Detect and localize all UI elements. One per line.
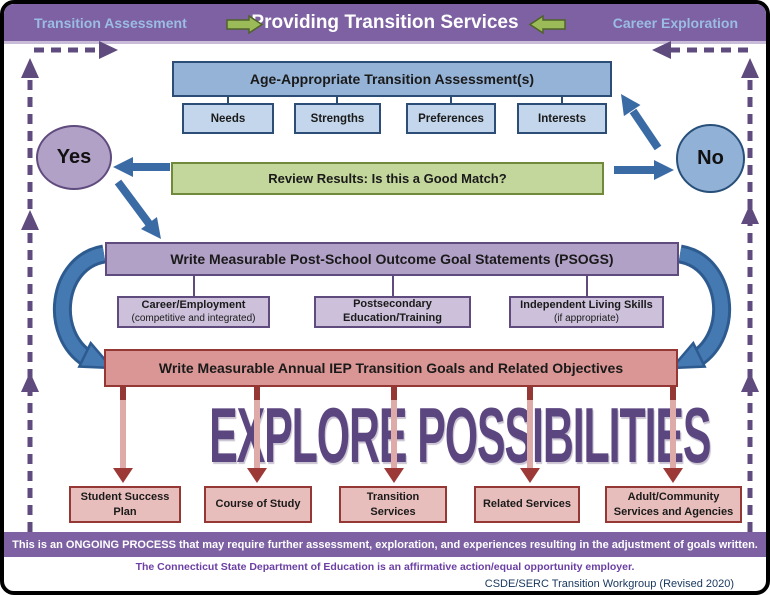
- connector: [392, 276, 394, 296]
- review-results-box: Review Results: Is this a Good Match?: [171, 162, 604, 195]
- down-arrow-stub: [670, 387, 676, 400]
- explore-possibilities-text: EXPLORE POSSIBILITIES: [209, 391, 711, 479]
- down-arrow-stub: [254, 387, 260, 400]
- psogs-item-postsecondary-line2: Education/Training: [342, 312, 442, 324]
- outcome-course-of-study: Course of Study: [204, 486, 312, 523]
- down-arrowhead: [384, 468, 404, 483]
- ongoing-process-bar: This is an ONGOING PROCESS that may requ…: [4, 532, 766, 557]
- psogs-item-career: Career/Employment (competitive and integ…: [117, 296, 270, 328]
- down-arrow: [527, 387, 533, 470]
- down-arrowhead: [247, 468, 267, 483]
- connector: [561, 97, 563, 103]
- header-left-label: Transition Assessment: [34, 15, 187, 31]
- outcome-line2: Plan: [113, 505, 137, 518]
- psogs-item-independent-living-line1: Independent Living Skills: [520, 298, 653, 311]
- yes-circle: Yes: [36, 125, 112, 190]
- down-arrowhead: [663, 468, 683, 483]
- outcome-line2: Services: [370, 505, 416, 518]
- down-arrow-stub: [527, 387, 533, 400]
- down-arrow-stub: [120, 387, 126, 400]
- connector: [586, 276, 588, 296]
- no-circle: No: [676, 124, 745, 193]
- eeo-statement: The Connecticut State Department of Educ…: [135, 561, 635, 573]
- psogs-item-career-line2: (competitive and integrated): [131, 312, 256, 324]
- psogs-item-career-line1: Career/Employment: [141, 298, 246, 311]
- iep-goals-box: Write Measurable Annual IEP Transition G…: [104, 349, 678, 387]
- psogs-item-independent-living: Independent Living Skills (if appropriat…: [509, 296, 664, 328]
- assessment-item-interests: Interests: [517, 103, 607, 134]
- down-arrowhead: [520, 468, 540, 483]
- header-bar: Transition Assessment Providing Transiti…: [4, 4, 766, 44]
- credit-line: CSDE/SERC Transition Workgroup (Revised …: [484, 578, 734, 590]
- down-arrow: [391, 387, 397, 470]
- outcome-line1: Course of Study: [215, 498, 301, 511]
- outcome-student-success-plan: Student Success Plan: [69, 486, 181, 523]
- dashed-loop-lines: [27, 47, 753, 532]
- outcome-transition-services: Transition Services: [339, 486, 447, 523]
- connector: [227, 97, 229, 103]
- down-arrow-stub: [391, 387, 397, 400]
- psogs-box: Write Measurable Post-School Outcome Goa…: [105, 242, 679, 276]
- header-right-label: Career Exploration: [612, 15, 738, 31]
- assessment-box: Age-Appropriate Transition Assessment(s): [172, 61, 612, 97]
- assessment-item-needs: Needs: [182, 103, 274, 134]
- connector: [336, 97, 338, 103]
- down-arrow: [254, 387, 260, 470]
- outcome-line2: Services and Agencies: [613, 505, 734, 518]
- outcome-related-services: Related Services: [474, 486, 580, 523]
- green-left-arrow-icon: [528, 15, 566, 34]
- outcome-line1: Adult/Community: [627, 491, 720, 504]
- down-arrowhead: [113, 468, 133, 483]
- green-right-arrow-icon: [226, 15, 264, 34]
- assessment-item-strengths: Strengths: [294, 103, 381, 134]
- connector: [193, 276, 195, 296]
- page-title: Providing Transition Services: [251, 12, 519, 33]
- psogs-item-postsecondary-line1: Postsecondary: [353, 298, 432, 311]
- connector: [450, 97, 452, 103]
- assessment-item-preferences: Preferences: [406, 103, 496, 134]
- outcome-adult-community-services: Adult/Community Services and Agencies: [605, 486, 742, 523]
- outcome-line1: Transition: [366, 491, 420, 504]
- outcome-line1: Student Success: [80, 491, 170, 504]
- outcome-line1: Related Services: [482, 498, 572, 511]
- explore-possibilities-wordart: EXPLORE POSSIBILITIES: [4, 391, 766, 479]
- down-arrow: [670, 387, 676, 470]
- psogs-item-postsecondary: Postsecondary Education/Training: [314, 296, 471, 328]
- psogs-item-independent-living-line2: (if appropriate): [553, 312, 620, 324]
- down-arrow: [120, 387, 126, 470]
